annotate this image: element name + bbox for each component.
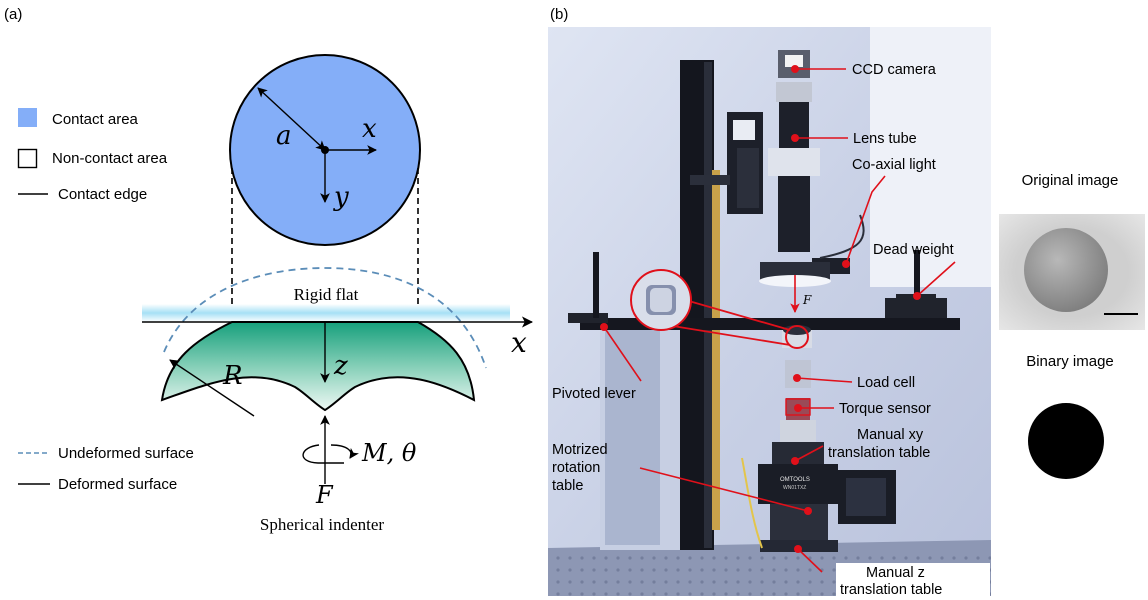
label-rotation-3: table [552,478,583,494]
legend-deformed-label: Deformed surface [58,476,177,493]
callout-ccd [791,65,846,73]
binary-image-label: Binary image [1026,353,1114,370]
legend-contact-swatch [18,108,37,127]
callout-loadcell [793,374,853,383]
original-image-label: Original image [1022,172,1119,189]
label-dead-weight: Dead weight [873,242,954,258]
label-z-table-1: Manual z [866,565,925,581]
label-rotation-1: Motrized [552,442,608,458]
moment-arrow [302,415,359,484]
legend-a: Contact area Non-contact area Contact ed… [17,108,168,203]
label-rotation-2: rotation [552,460,600,476]
label-xy-table-1: Manual xy [857,427,924,443]
label-xy-table-2: translation table [828,445,930,461]
legend-noncontact-swatch [17,148,38,169]
label-ccd-camera: CCD camera [852,62,937,78]
rigid-flat-label: Rigid flat [294,285,359,304]
y-axis-symbol: y [333,182,349,212]
callout-rotation [639,467,812,515]
label-coaxial-light: Co-axial light [852,157,936,173]
undeformed-surface-arc [163,267,487,369]
rigid-flat [142,304,510,322]
force-symbol-b: F [802,293,812,307]
indenter-label: Spherical indenter [260,515,384,534]
binary-contact-spot [1028,403,1104,479]
callout-lever [600,323,642,382]
panel-a: (a) Contact area Non-contact area Contac… [4,6,534,534]
magnifier-inset [630,269,809,349]
panel-b-label: (b) [550,6,568,23]
plate-text-1: OMTOOLS [780,477,810,483]
force-symbol: F [315,481,334,509]
radius-arrow [257,87,326,151]
label-pivoted-lever: Pivoted lever [552,386,636,402]
center-dot [321,146,329,154]
callout-coax [842,175,886,268]
x-axis-label-flat: x [511,326,527,359]
spherical-indenter-body [160,321,476,412]
z-axis-symbol: z [333,351,348,381]
callout-xy [791,445,824,465]
apparatus-photo [548,27,991,596]
x-axis-symbol: x [362,114,377,144]
label-lens-tube: Lens tube [853,131,917,147]
contact-circle-group: a x y [229,54,421,246]
radius-symbol: a [276,121,292,151]
legend-edge-label: Contact edge [58,186,147,203]
label-z-table-2: translation table [840,582,942,598]
panel-a-label: (a) [4,6,22,23]
moment-symbol: M, θ [361,439,417,467]
label-torque-sensor: Torque sensor [839,401,931,417]
original-contact-spot [1024,228,1108,312]
label-load-cell: Load cell [857,375,915,391]
callout-z [794,545,823,573]
z-label-bg [836,563,990,599]
panel-b: (b) [548,6,991,599]
legend-noncontact-label: Non-contact area [52,150,168,167]
callout-weight [913,261,956,300]
sphere-radius-symbol: R [222,361,243,391]
callout-lens [791,134,848,142]
plate-text-2: WN01TXZ [783,485,806,491]
callout-torque [785,398,834,416]
legend-contact-label: Contact area [52,111,139,128]
sphere-radius-arrow [169,359,255,417]
legend-undeformed-label: Undeformed surface [58,445,194,462]
insets: Original image Binary image [999,172,1145,479]
